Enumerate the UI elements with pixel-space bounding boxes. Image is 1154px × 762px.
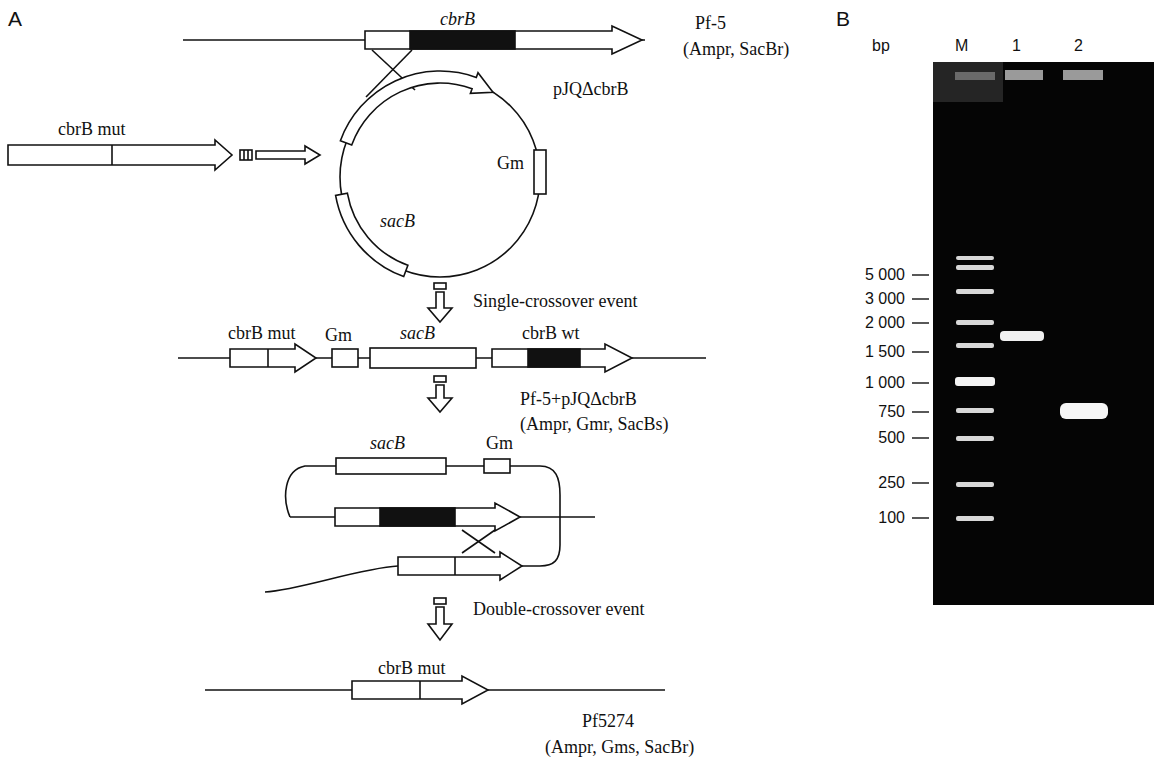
label: Pf-5: [695, 12, 726, 34]
label: 3 000: [865, 289, 905, 309]
label: 1 000: [865, 373, 905, 393]
label: 1 500: [865, 342, 905, 362]
label: (Ampr, SacBr): [683, 38, 789, 60]
label: 1: [1012, 36, 1021, 56]
label: 250: [878, 473, 905, 493]
label: B: [836, 8, 850, 30]
label: 2: [1074, 36, 1083, 56]
label: Gm: [486, 432, 513, 454]
label: (Ampr, Gmr, SacBs): [520, 413, 669, 435]
label: Pf-5+pJQΔcbrB: [520, 388, 637, 410]
label: cbrB mut: [228, 322, 296, 344]
label: sacB: [400, 322, 435, 344]
label: Gm: [325, 324, 352, 346]
label: cbrB wt: [522, 322, 580, 344]
label: 5 000: [865, 265, 905, 285]
label: Gm: [497, 152, 524, 174]
label: A: [8, 8, 22, 30]
label: cbrB: [440, 8, 475, 30]
label: cbrB mut: [378, 657, 446, 679]
label: Pf5274: [582, 710, 634, 732]
label: 100: [878, 508, 905, 528]
label: pJQΔcbrB: [553, 78, 629, 100]
label: (Ampr, Gms, SacBr): [545, 736, 694, 758]
label: bp: [872, 36, 890, 56]
label: cbrB mut: [58, 118, 126, 140]
label: 2 000: [865, 313, 905, 333]
label: sacB: [380, 210, 415, 232]
label: sacB: [370, 432, 405, 454]
label: Single-crossover event: [473, 290, 637, 312]
label: 750: [878, 402, 905, 422]
label: Double-crossover event: [473, 598, 644, 620]
label: 500: [878, 428, 905, 448]
label: M: [955, 36, 968, 56]
